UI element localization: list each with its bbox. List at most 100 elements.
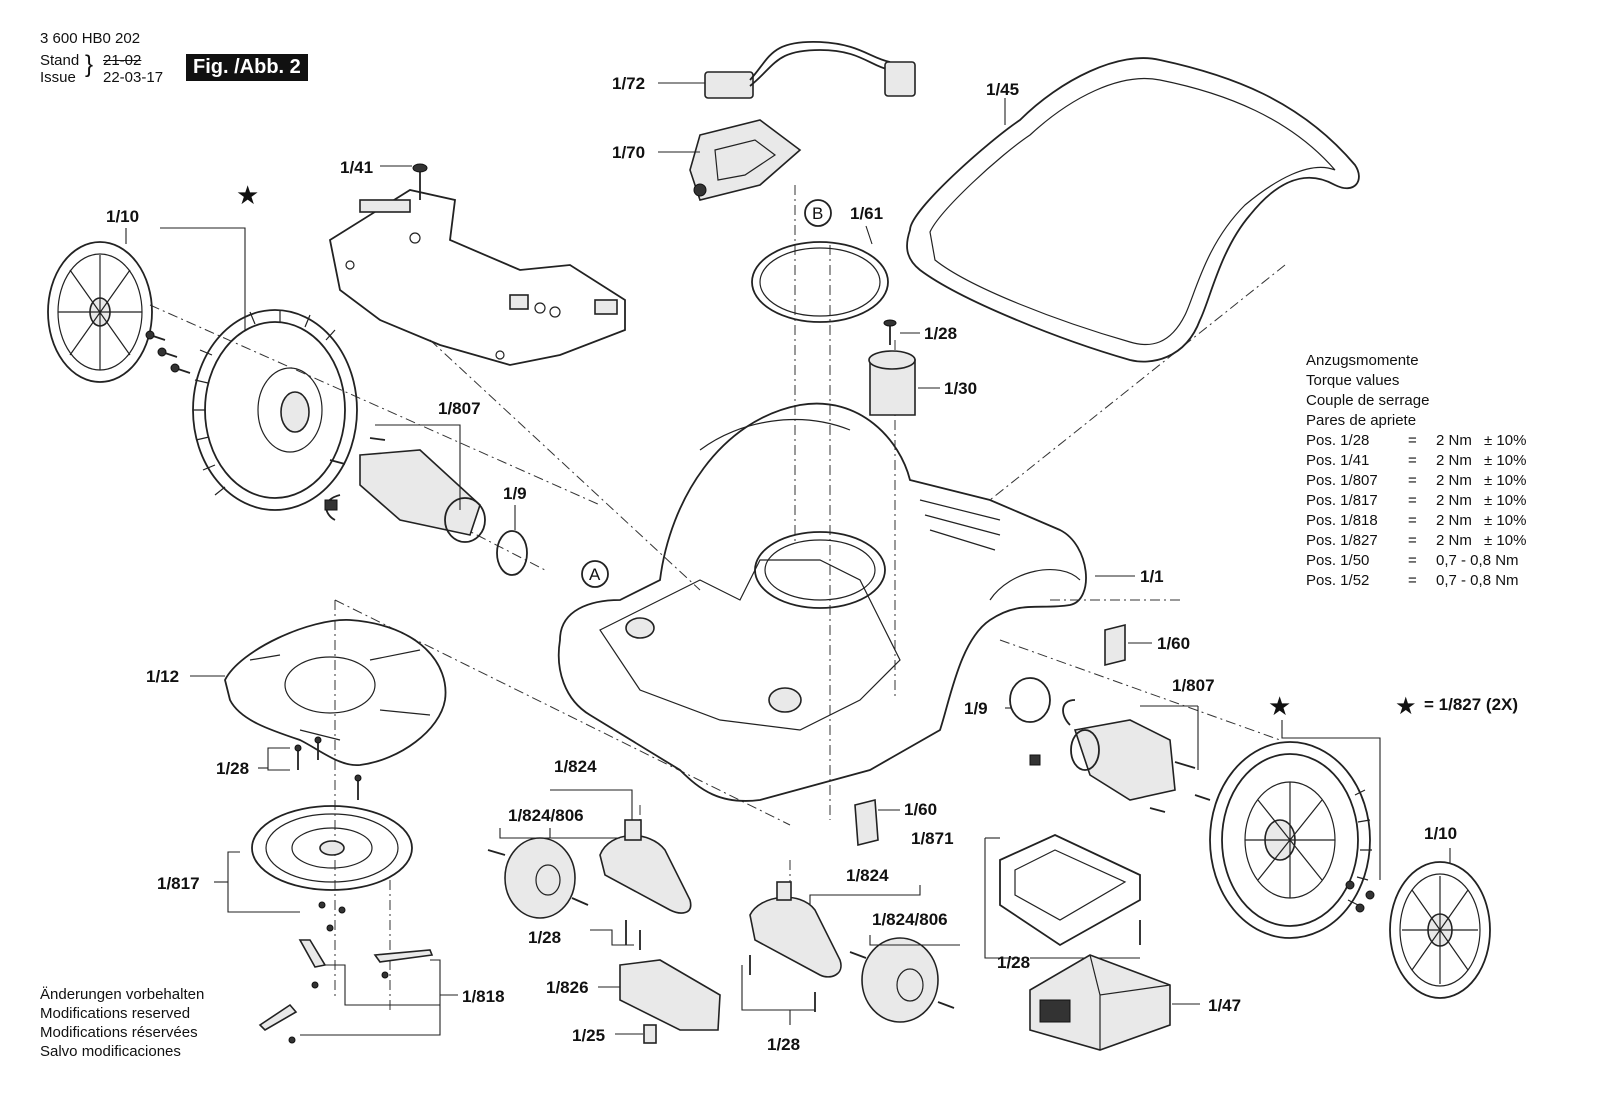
label-1-824-806-b: 1/824/806: [872, 910, 948, 929]
torque-eq: =: [1408, 472, 1417, 489]
label-1-9-left: 1/9: [503, 484, 527, 503]
pcb-board-part: [328, 163, 626, 366]
label-1-61: 1/61: [850, 204, 884, 223]
torque-val: 2 Nm: [1436, 472, 1472, 489]
connector-right-part: [1104, 623, 1152, 667]
old-date: 21-02: [103, 52, 142, 69]
torque-eq: =: [1408, 512, 1417, 529]
note-es: Salvo modificaciones: [40, 1043, 181, 1060]
torque-pos: Pos. 1/28: [1306, 432, 1370, 449]
torque-val: 2 Nm: [1436, 432, 1472, 449]
battery-holder-part: [984, 834, 1141, 959]
torque-eq: =: [1408, 452, 1417, 469]
label-a: A: [589, 565, 601, 584]
label-1-824-a: 1/824: [554, 757, 597, 776]
issue-date: 22-03-17: [103, 69, 164, 86]
hubcap-left-part: [47, 228, 153, 383]
label-1-807-left: 1/807: [438, 399, 481, 418]
torque-pos: Pos. 1/50: [1306, 552, 1370, 569]
battery-part: [1029, 954, 1200, 1051]
torque-eq: =: [1408, 432, 1417, 449]
torque-tol: ± 10%: [1484, 492, 1527, 509]
torque-pos: Pos. 1/827: [1306, 532, 1378, 549]
label-1-72: 1/72: [612, 74, 646, 93]
label-1-70: 1/70: [612, 143, 646, 162]
reference-marker-a-circle: [581, 560, 609, 588]
label-1-826: 1/826: [546, 978, 589, 997]
torque-tol: ± 10%: [1484, 432, 1527, 449]
torque-eq: =: [1408, 552, 1417, 569]
star-legend-star: ★: [1395, 692, 1417, 720]
drive-wheel-left-part: ★: [160, 181, 358, 511]
ring-part: [751, 199, 889, 323]
torque-val: 2 Nm: [1436, 512, 1472, 529]
wheel-screws-left: [145, 330, 191, 374]
label-1-10-left: 1/10: [106, 207, 140, 226]
torque-val: 2 Nm: [1436, 452, 1472, 469]
label-1-28-bottom: 1/28: [767, 1035, 801, 1054]
torque-eq: =: [1408, 532, 1417, 549]
torque-title-de: Anzugsmomente: [1306, 352, 1419, 369]
note-de: Änderungen vorbehalten: [40, 986, 205, 1003]
torque-val: 0,7 - 0,8 Nm: [1436, 552, 1519, 569]
note-fr: Modifications réservées: [40, 1024, 198, 1041]
hubcap-right-part: [1389, 848, 1491, 999]
label-1-10-right: 1/10: [1424, 824, 1458, 843]
stand-label: Stand: [40, 52, 80, 69]
label-1-824-806-a: 1/824/806: [508, 806, 584, 825]
blades-part: [258, 939, 458, 1044]
torque-eq: =: [1408, 572, 1417, 589]
blade-guard-part: [190, 619, 447, 766]
torque-tol: ± 10%: [1484, 452, 1527, 469]
star-marker-right: ★: [1268, 692, 1291, 722]
blade-disc-part: [214, 805, 413, 932]
torque-pos: Pos. 1/817: [1306, 492, 1378, 509]
star-legend-text: = 1/827 (2X): [1424, 695, 1519, 714]
drive-wheel-right-part: ★: [1209, 692, 1381, 939]
label-1-60-right: 1/60: [1157, 634, 1191, 653]
label-1-45: 1/45: [986, 80, 1020, 99]
torque-pos: Pos. 1/807: [1306, 472, 1378, 489]
label-1-30: 1/30: [944, 379, 978, 398]
label-1-824-b: 1/824: [846, 866, 889, 885]
torque-title-fr: Couple de serrage: [1306, 392, 1430, 409]
label-1-41: 1/41: [340, 158, 374, 177]
label-1-28-battery: 1/28: [997, 953, 1031, 972]
caster-right-part: [741, 881, 960, 1025]
torque-pos: Pos. 1/52: [1306, 572, 1370, 589]
label-b: B: [812, 204, 824, 223]
torque-pos: Pos. 1/818: [1306, 512, 1378, 529]
torque-val: 2 Nm: [1436, 492, 1472, 509]
label-1-817: 1/817: [157, 874, 200, 893]
doc-number: 3 600 HB0 202: [40, 30, 141, 47]
torque-tol: ± 10%: [1484, 512, 1527, 529]
note-en: Modifications reserved: [40, 1005, 191, 1022]
cylinder-part: [868, 319, 940, 416]
assembly-lines: [149, 185, 1286, 1010]
torque-eq: =: [1408, 492, 1417, 509]
issue-label: Issue: [40, 69, 76, 86]
torque-title-es: Pares de apriete: [1306, 412, 1417, 429]
cable-harness-part: [658, 41, 916, 99]
label-1-28-top: 1/28: [924, 324, 958, 343]
label-1-47: 1/47: [1208, 996, 1242, 1015]
torque-tol: ± 10%: [1484, 472, 1527, 489]
caster-bracket-part: [590, 920, 721, 1044]
main-housing-part: [557, 402, 1135, 802]
star-marker-left: ★: [236, 181, 259, 211]
torque-val: 0,7 - 0,8 Nm: [1436, 572, 1519, 589]
label-1-9-right: 1/9: [964, 699, 988, 718]
label-1-60-mid: 1/60: [904, 800, 938, 819]
label-1-25: 1/25: [572, 1026, 606, 1045]
torque-pos: Pos. 1/41: [1306, 452, 1370, 469]
label-1-807-right: 1/807: [1172, 676, 1215, 695]
display-module-part: [658, 119, 802, 201]
motor-right-part: [1005, 677, 1211, 813]
label-1-12: 1/12: [146, 667, 180, 686]
torque-title-en: Torque values: [1306, 372, 1400, 389]
torque-tol: ± 10%: [1484, 532, 1527, 549]
screws-left-group: [258, 736, 362, 800]
caster-left-part: [487, 789, 692, 919]
